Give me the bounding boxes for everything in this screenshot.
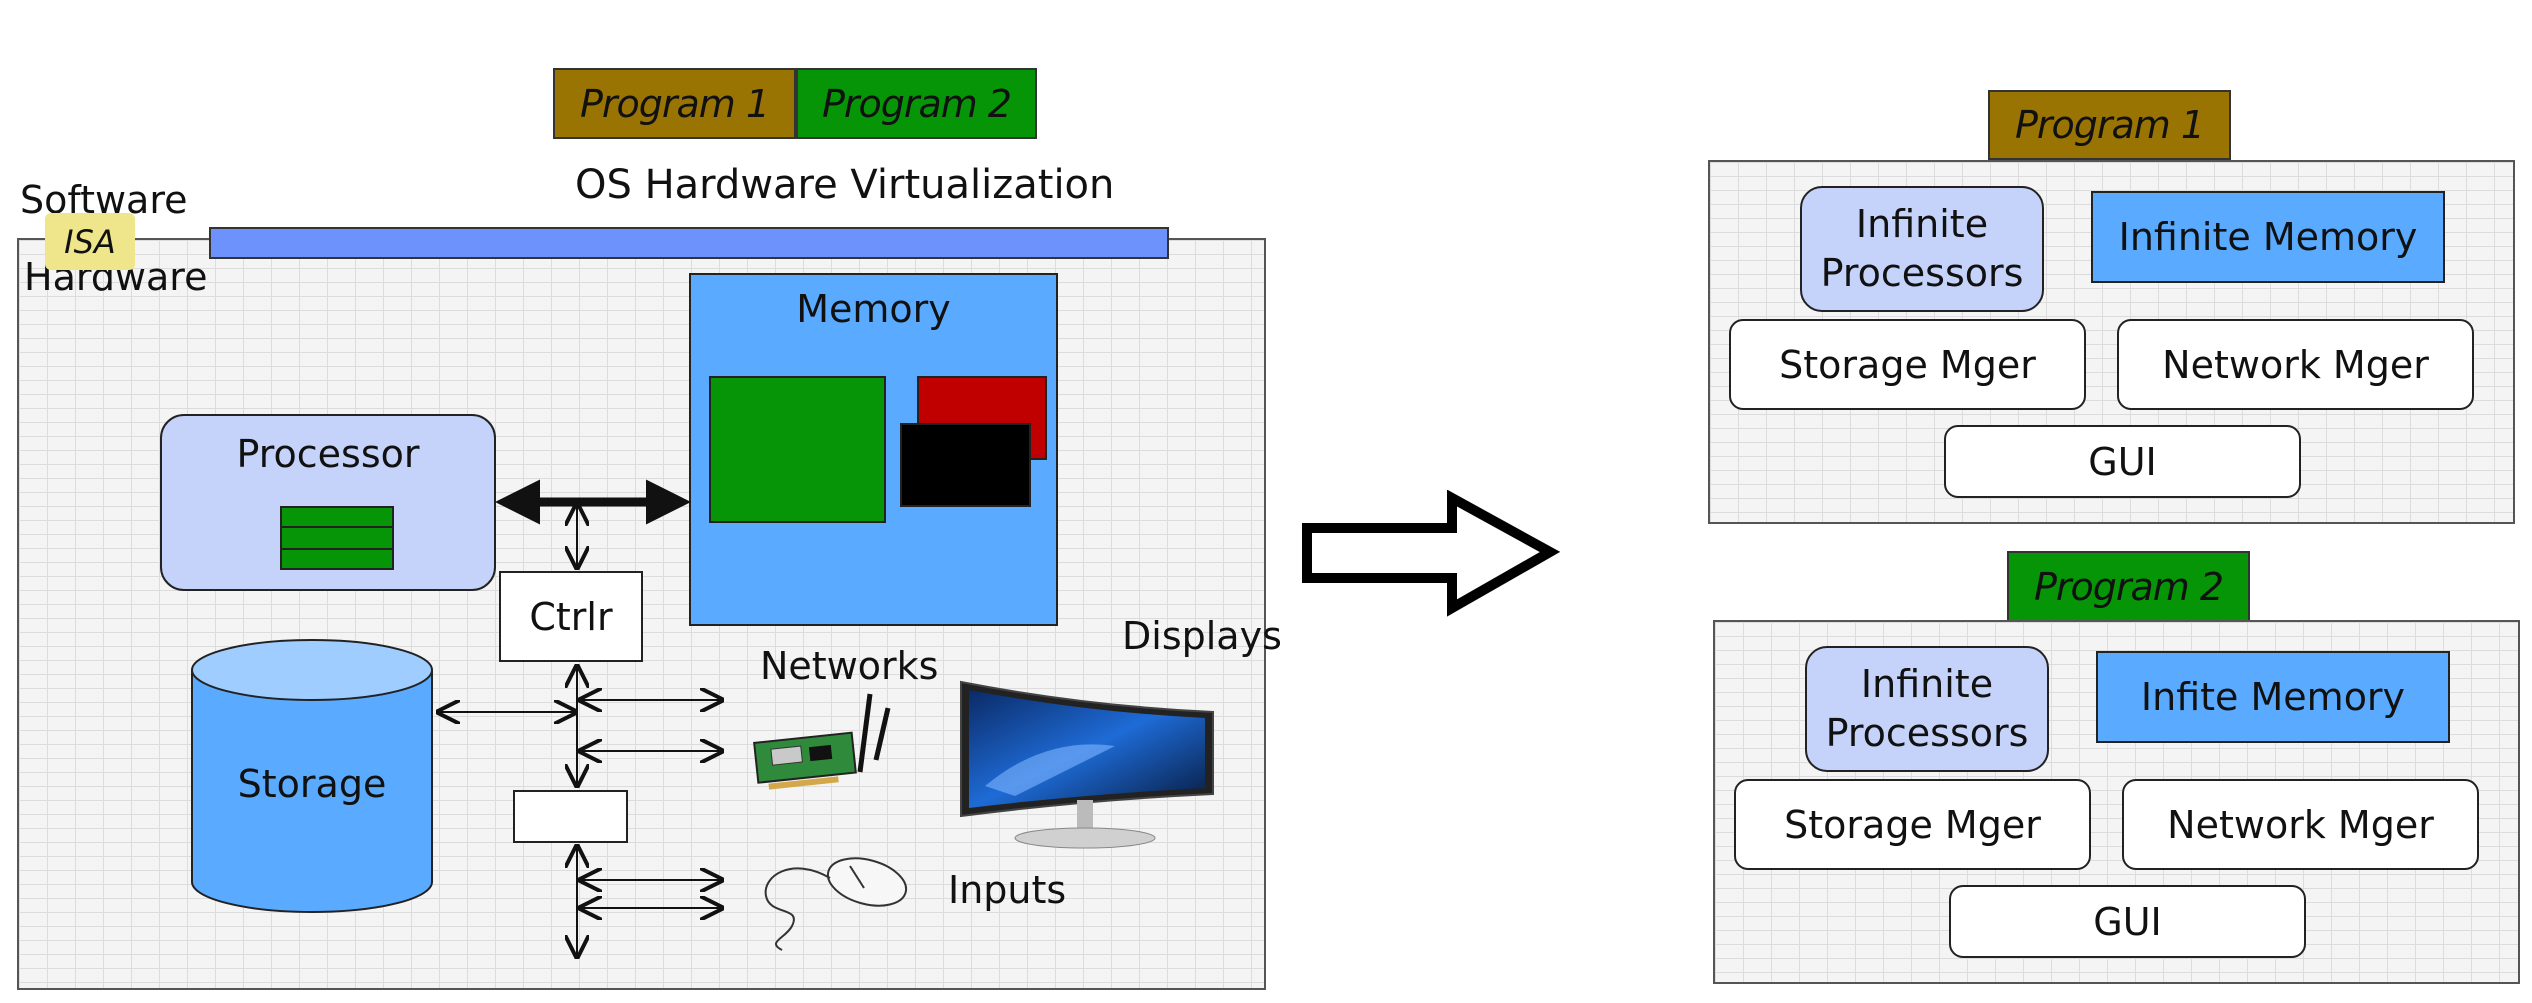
bottom-network-label: Network Mger [2167, 802, 2434, 847]
storage-label: Storage [237, 762, 387, 806]
bottom-processors-label: Infinite Processors [1825, 661, 2029, 755]
memory-program2-region [709, 376, 886, 523]
transformation-arrow [1302, 490, 1561, 617]
processor-program-stack [280, 506, 394, 570]
os-virtualization-label: OS Hardware Virtualization [575, 162, 1115, 208]
processor-block: Processor [160, 414, 496, 591]
top-network-label: Network Mger [2162, 342, 2429, 387]
top-storage-manager: Storage Mger [1729, 319, 2086, 410]
top-network-manager: Network Mger [2117, 319, 2474, 410]
program2-label: Program 2 [821, 81, 1012, 126]
program2-block: Program 2 [796, 68, 1037, 139]
monitor-icon [960, 680, 1214, 849]
isa-label: ISA [64, 222, 116, 261]
top-program-block: Program 1 [1988, 90, 2231, 160]
top-processors-label: Infinite Processors [1820, 201, 2024, 295]
top-storage-label: Storage Mger [1779, 342, 2036, 387]
os-virtualization-bar [209, 227, 1169, 259]
ctrlr-label: Ctrlr [529, 594, 613, 639]
io-controller-block [513, 790, 628, 843]
bottom-gui-label: GUI [2093, 899, 2162, 944]
top-infinite-processors: Infinite Processors [1800, 186, 2044, 312]
top-program-label: Program 1 [2014, 103, 2205, 147]
memory-block: Memory [689, 273, 1058, 626]
processor-label: Processor [236, 432, 420, 476]
bottom-infinite-memory: Infite Memory [2096, 651, 2450, 743]
networks-label: Networks [760, 644, 939, 688]
top-infinite-memory: Infinite Memory [2091, 191, 2445, 283]
program1-label: Program 1 [579, 81, 770, 126]
inputs-label: Inputs [948, 868, 1067, 912]
bottom-program-block: Program 2 [2007, 551, 2250, 622]
bottom-storage-label: Storage Mger [1784, 802, 2041, 847]
mouse-icon [764, 857, 908, 951]
top-memory-label: Infinite Memory [2118, 215, 2418, 259]
bottom-program-label: Program 2 [2033, 564, 2224, 609]
bottom-network-manager: Network Mger [2122, 779, 2479, 870]
bottom-storage-manager: Storage Mger [1734, 779, 2091, 870]
memory-black-region [900, 423, 1031, 507]
connector-lines [0, 479, 1270, 1003]
bottom-infinite-processors: Infinite Processors [1805, 646, 2049, 772]
isa-badge: ISA [45, 213, 135, 270]
program1-block: Program 1 [553, 68, 796, 139]
top-gui-label: GUI [2088, 439, 2157, 484]
network-card-icon [753, 693, 891, 790]
ctrlr-block: Ctrlr [499, 571, 643, 662]
bottom-gui: GUI [1949, 885, 2306, 958]
top-gui: GUI [1944, 425, 2301, 498]
memory-label: Memory [796, 287, 951, 331]
storage-cylinder [191, 639, 433, 913]
displays-label: Displays [1122, 614, 1282, 658]
bottom-memory-label: Infite Memory [2140, 675, 2406, 719]
